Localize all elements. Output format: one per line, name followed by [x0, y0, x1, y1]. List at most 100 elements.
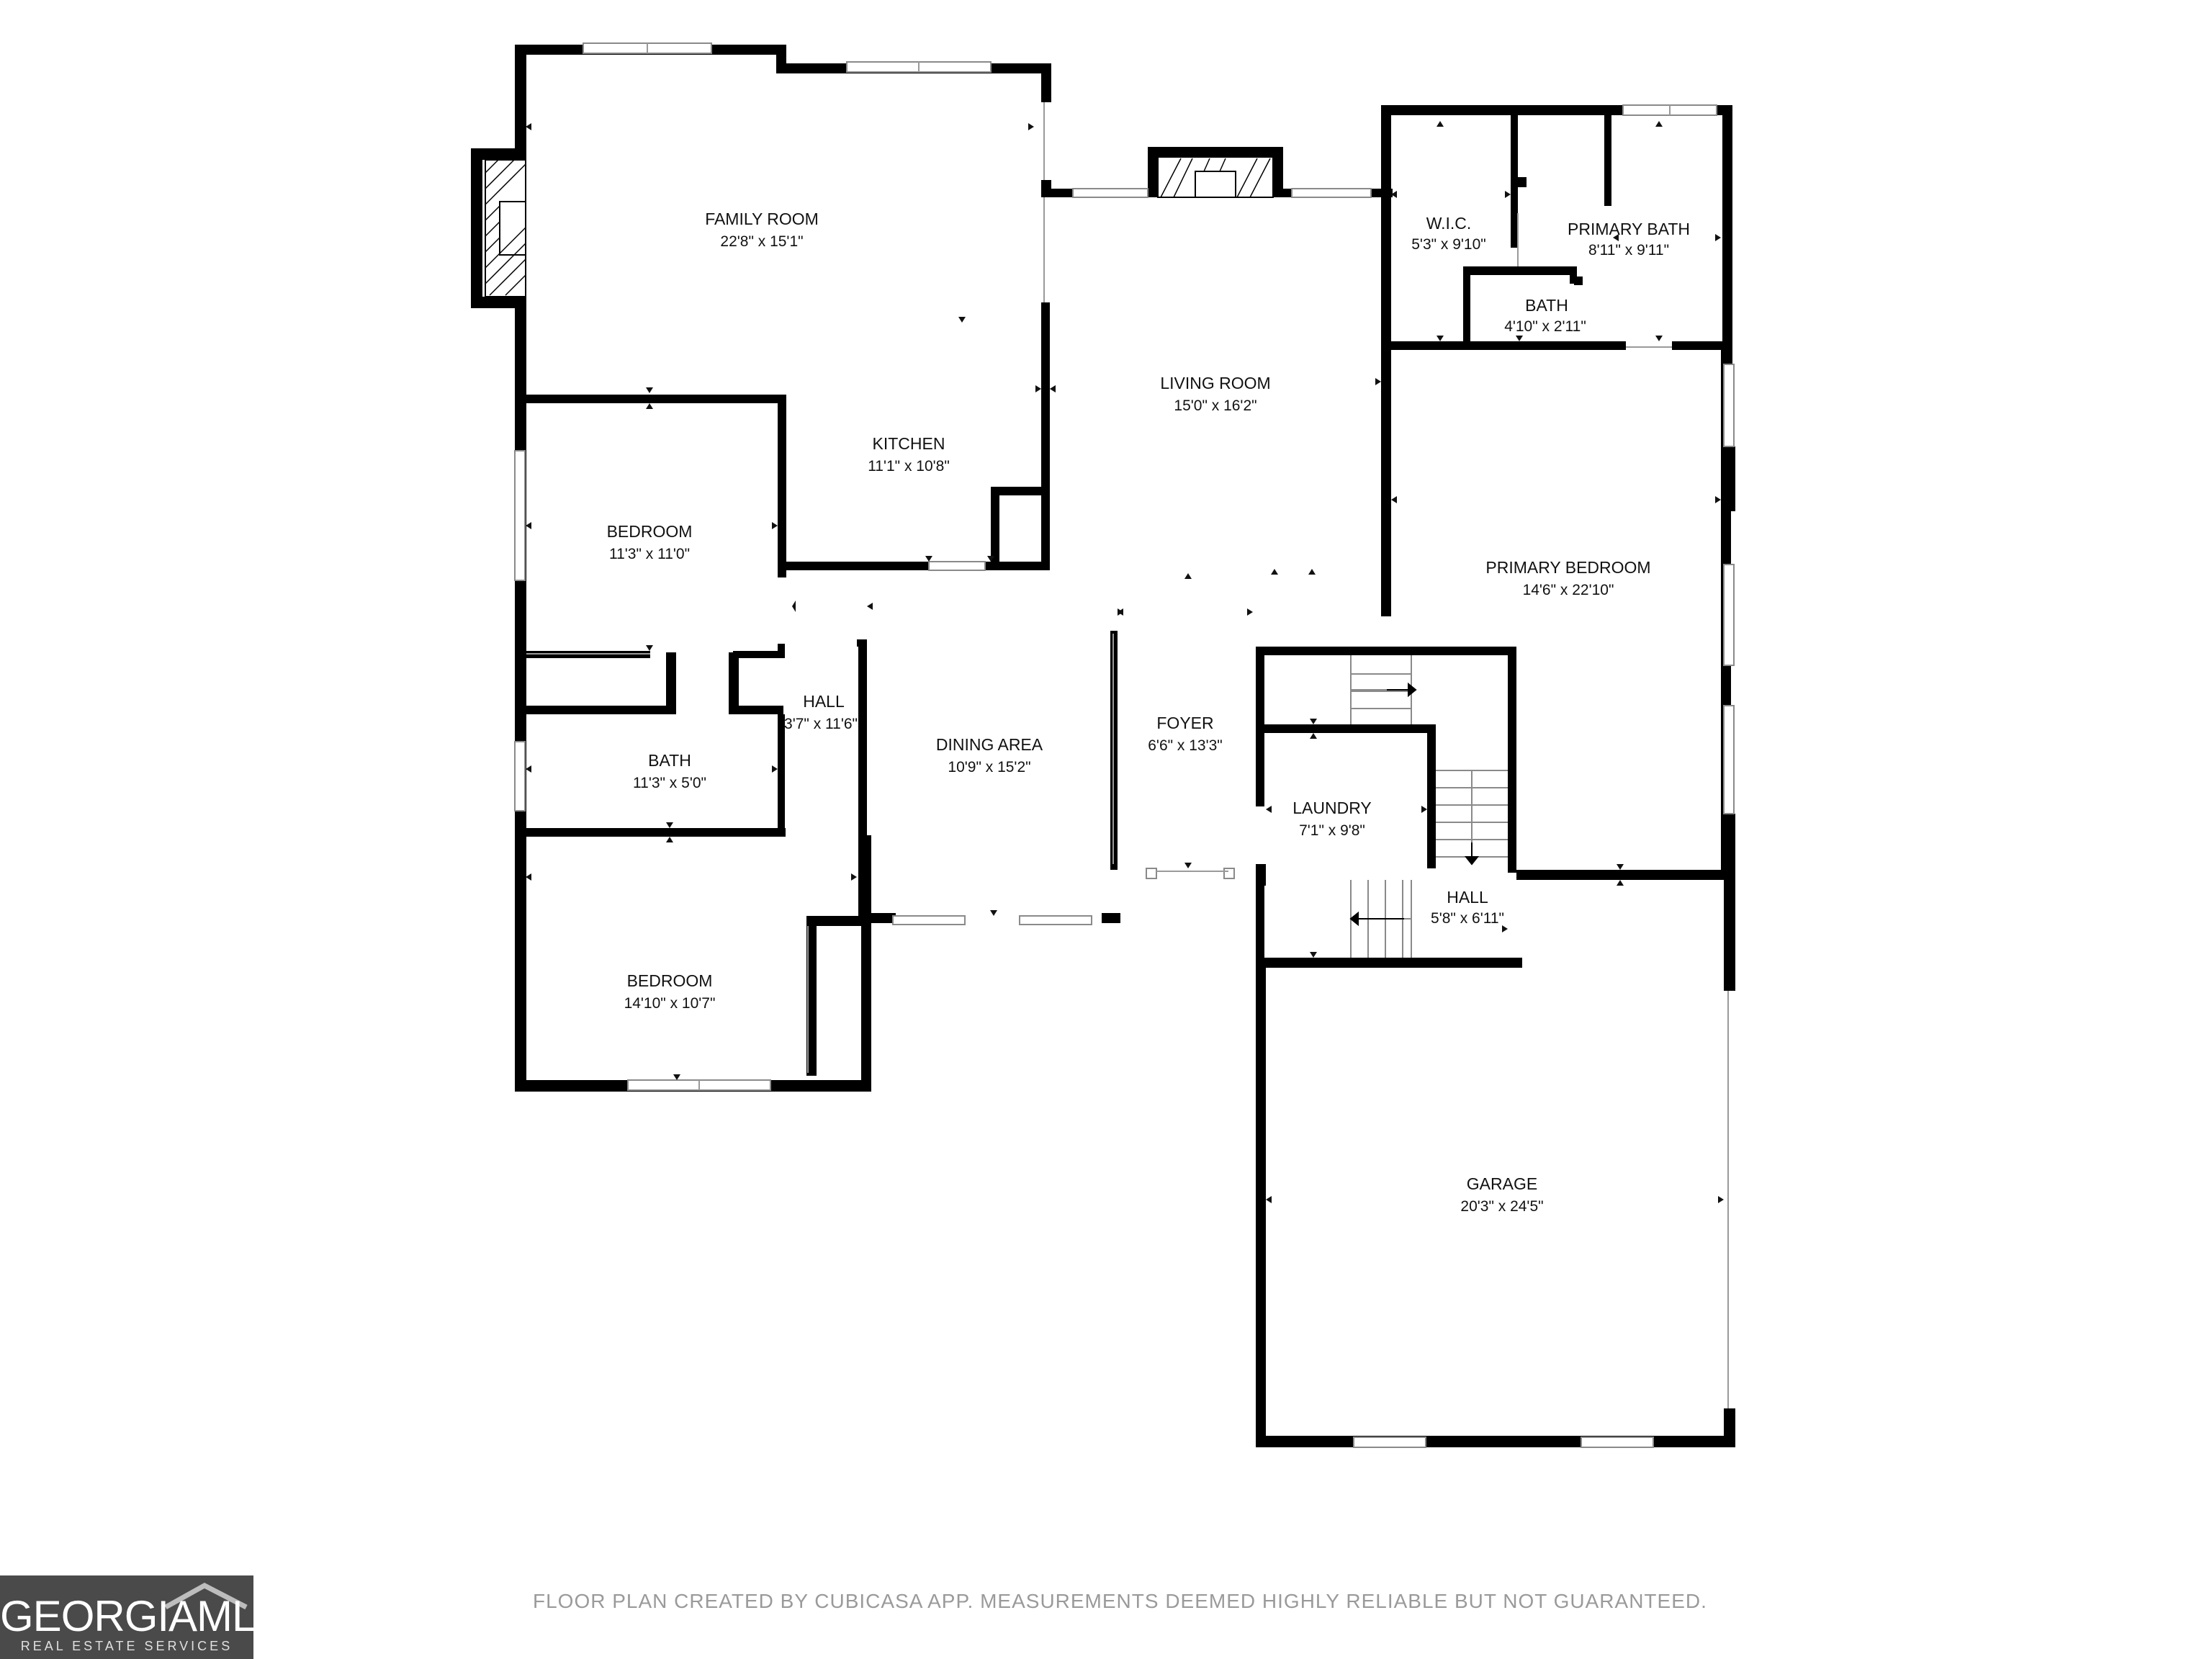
wall: [471, 148, 482, 308]
stairs-upper: [1350, 655, 1412, 724]
family-room-dim: 22'8" x 15'1": [720, 233, 803, 250]
wall: [778, 714, 785, 830]
wall: [1041, 63, 1051, 102]
wall: [1381, 105, 1391, 616]
wall: [1516, 870, 1735, 880]
wall: [1574, 276, 1583, 285]
wall: [1273, 147, 1283, 197]
stairs-down: [1436, 770, 1508, 858]
wall: [1381, 105, 1623, 115]
bath-1-name: BATH: [648, 751, 691, 770]
window: [1353, 1437, 1426, 1448]
primary-bedroom-dim: 14'6" x 22'10": [1523, 582, 1614, 598]
dimension-ticks: [526, 121, 1724, 1203]
wall: [1463, 266, 1573, 275]
wall: [1387, 341, 1395, 350]
window: [1146, 868, 1157, 879]
window: [1223, 868, 1235, 879]
hall-2-dim: 5'8" x 6'11": [1431, 910, 1504, 927]
wall: [991, 487, 999, 570]
primary-bedroom-name: PRIMARY BEDROOM: [1485, 558, 1650, 577]
wall: [1148, 147, 1283, 157]
wall: [666, 652, 676, 714]
window: [1291, 188, 1372, 198]
wall: [1256, 647, 1264, 806]
wall: [806, 916, 817, 1076]
window: [892, 915, 966, 925]
wall: [1256, 647, 1515, 655]
primary-bath-name: PRIMARY BATH: [1568, 220, 1690, 238]
logo-wordmark: GEORGIAMLS: [0, 1592, 253, 1640]
bath-2-name: BATH: [1525, 296, 1568, 315]
roof-icon: [164, 1583, 248, 1610]
wall: [1273, 189, 1292, 197]
wall: [729, 706, 783, 714]
wall: [1570, 266, 1577, 284]
dining-area-dim: 10'9" x 15'2": [948, 759, 1030, 775]
window: [514, 450, 526, 581]
living-room-name: LIVING ROOM: [1160, 374, 1270, 392]
wall: [1672, 341, 1731, 350]
window: [1723, 564, 1735, 666]
wall: [1256, 958, 1522, 968]
fireplace-living-room: [1157, 156, 1274, 198]
window: [1581, 1437, 1654, 1448]
family-room-name: FAMILY ROOM: [705, 210, 819, 228]
dining-area-name: DINING AREA: [936, 735, 1043, 754]
wall: [729, 652, 739, 714]
primary-bath-dim: 8'11" x 9'11": [1588, 242, 1669, 258]
wall: [1463, 266, 1470, 344]
window: [514, 741, 526, 811]
wic-dim: 5'3" x 9'10": [1411, 236, 1486, 253]
hall-1-dim: 3'7" x 11'6": [784, 716, 858, 732]
room-labels: FAMILY ROOM 22'8" x 15'1" KITCHEN 11'1" …: [607, 210, 1690, 1215]
wall: [778, 395, 786, 575]
wall: [733, 651, 782, 658]
wall: [1256, 1436, 1734, 1447]
living-room-dim: 15'0" x 16'2": [1174, 397, 1256, 414]
window: [928, 561, 986, 571]
wall: [1511, 177, 1527, 187]
stair-arrows: [1349, 682, 1480, 927]
wall: [778, 569, 786, 577]
wall: [1724, 1408, 1735, 1447]
windows: [514, 42, 1735, 1448]
hall-2-name: HALL: [1447, 888, 1488, 907]
logo-tagline: REAL ESTATE SERVICES: [20, 1639, 233, 1653]
wall: [1041, 189, 1073, 197]
wall: [1388, 341, 1626, 350]
fireplace-family-room: [485, 159, 526, 297]
bath-2-dim: 4'10" x 2'11": [1504, 318, 1586, 335]
bath-1-dim: 11'3" x 5'0": [633, 775, 706, 791]
wall: [867, 913, 896, 923]
foyer-dim: 6'6" x 13'3": [1148, 737, 1223, 754]
wall: [1256, 877, 1264, 971]
bedroom-1-dim: 11'3" x 11'0": [609, 546, 690, 562]
bedroom-2-dim: 14'10" x 10'7": [624, 995, 716, 1012]
wall: [1256, 864, 1266, 886]
wall: [522, 828, 786, 837]
window: [1019, 915, 1092, 925]
wall: [471, 297, 526, 308]
wall: [1041, 302, 1050, 569]
laundry-dim: 7'1" x 9'8": [1299, 822, 1365, 839]
wall: [1148, 147, 1158, 197]
wall: [806, 916, 871, 926]
wic-name: W.I.C.: [1426, 214, 1472, 233]
bedroom-1-name: BEDROOM: [607, 522, 693, 541]
garage-dim: 20'3" x 24'5": [1460, 1198, 1543, 1215]
wall: [1102, 913, 1120, 923]
wall: [861, 916, 871, 1092]
wall: [991, 487, 1050, 495]
wall: [1427, 724, 1436, 868]
wall: [1508, 647, 1516, 873]
wall: [1256, 965, 1266, 1447]
wall: [858, 641, 867, 922]
kitchen-dim: 11'1" x 10'8": [868, 458, 950, 475]
wall: [471, 148, 526, 160]
garage-name: GARAGE: [1467, 1174, 1537, 1193]
wall: [522, 395, 781, 403]
wall: [985, 562, 1050, 570]
bedroom-2-name: BEDROOM: [627, 971, 713, 990]
